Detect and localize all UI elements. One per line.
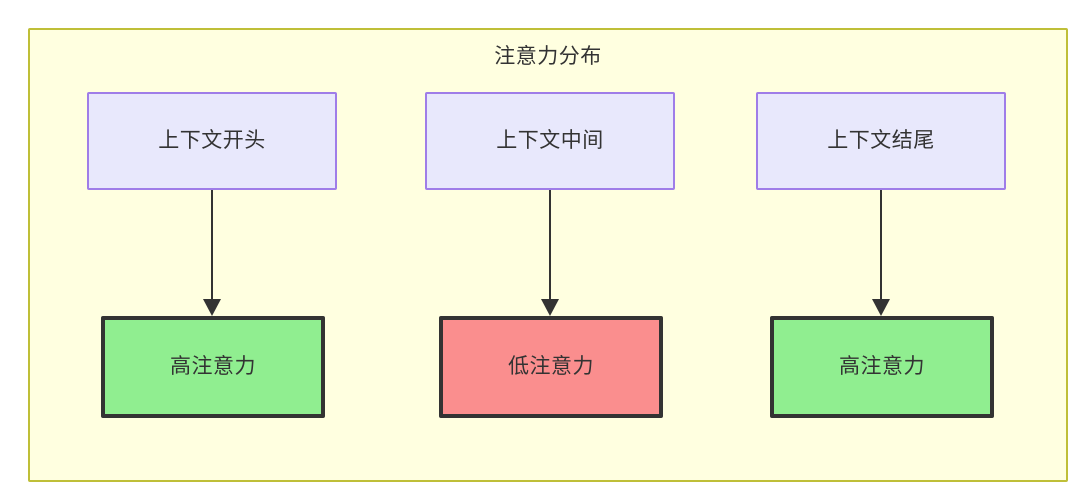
node-attention-end[interactable]: 高注意力 xyxy=(770,316,994,418)
node-attention-middle-label: 低注意力 xyxy=(508,355,594,379)
node-context-middle-label: 上下文中间 xyxy=(496,129,604,153)
node-context-end-label: 上下文结尾 xyxy=(827,129,935,153)
node-context-end[interactable]: 上下文结尾 xyxy=(756,92,1006,190)
node-attention-middle[interactable]: 低注意力 xyxy=(439,316,663,418)
node-attention-start-label: 高注意力 xyxy=(170,355,256,379)
node-attention-end-label: 高注意力 xyxy=(839,355,925,379)
node-context-start[interactable]: 上下文开头 xyxy=(87,92,337,190)
subgraph-title: 注意力分布 xyxy=(494,45,602,68)
node-attention-start[interactable]: 高注意力 xyxy=(101,316,325,418)
node-context-middle[interactable]: 上下文中间 xyxy=(425,92,675,190)
node-context-start-label: 上下文开头 xyxy=(158,129,266,153)
